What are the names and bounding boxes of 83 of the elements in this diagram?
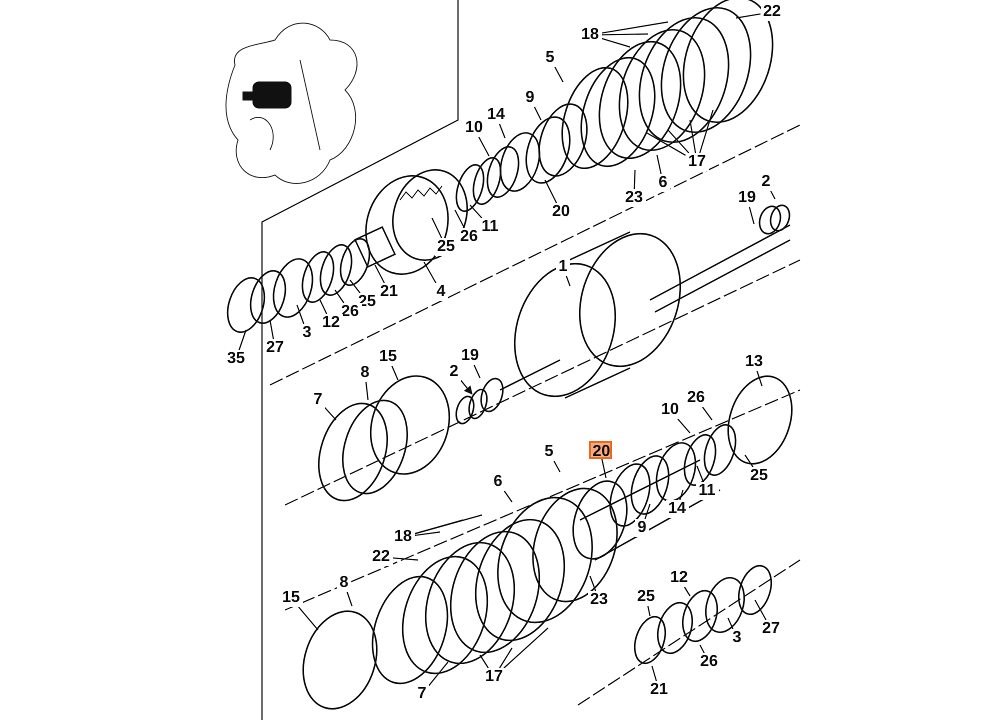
leader-line [656,154,662,174]
callout-number: 22 [370,548,392,566]
leader-line [504,490,512,502]
leader-line [534,106,542,120]
leader-line [460,380,473,395]
leader-line [699,110,714,154]
leader-line [689,120,696,154]
leader-line [428,662,448,686]
callout-number: 5 [542,443,556,461]
leader-line [334,290,344,304]
callout-number: 2 [759,173,773,191]
callout-number: 1 [556,258,570,276]
leader-line [478,136,490,156]
leader-line [702,406,712,420]
leader-line [554,66,564,82]
leader-line [684,586,691,596]
leader-line [374,264,385,284]
leader-line [423,262,436,284]
leader-line [454,210,465,228]
callout-number: 6 [491,473,505,491]
leader-line [677,418,690,434]
leader-line [646,132,686,156]
leader-line [498,124,506,138]
leader-line [319,300,328,314]
callout-number: 2 [447,363,461,381]
leader-line [392,557,418,561]
callout-number: 14 [666,500,688,518]
leader-line [499,648,512,668]
leader-line [754,600,767,620]
callout-number: 4 [434,283,448,301]
leader-line [601,33,648,36]
callout-number: 5 [543,49,557,67]
leader-line [346,592,353,606]
leader-line [470,204,482,218]
callout-number: 7 [311,391,325,409]
leader-line [414,514,482,534]
leader-line [756,370,763,386]
leader-line [699,644,705,654]
callout-number: 9 [523,89,537,107]
callout-number: 9 [635,519,649,537]
callout-number: 11 [696,482,718,500]
leader-line [324,407,336,420]
leader-line [414,531,440,536]
leader-line [298,606,318,630]
leader-line [696,466,704,482]
leader-line [601,38,630,48]
leader-line [744,454,754,468]
leader-line [601,21,668,34]
leader-line [644,504,651,520]
leader-line [770,190,776,200]
leader-line [391,366,399,380]
leader-line [544,180,558,204]
leader-line [727,618,734,630]
callout-number: 25 [634,588,658,606]
leader-line [238,330,247,350]
callout-number: 8 [337,574,351,592]
callout-number: 20 [588,441,612,459]
leader-line [350,280,361,294]
leader-line [647,606,651,616]
callout-number: 17 [686,153,708,171]
leader-line [474,364,481,378]
leader-line [566,276,571,286]
callout-number: 22 [760,3,784,21]
leader-line [269,320,274,340]
callout-number: 25 [434,238,458,256]
leader-line [589,576,596,592]
leader-line [480,654,489,668]
leader-line [736,13,761,19]
leader-line [651,666,657,682]
callout-number: 23 [622,189,646,207]
leader-line [553,460,561,472]
leader-line [668,130,690,154]
leader-line [634,170,636,190]
callout-number: 26 [684,389,708,407]
callout-number: 8 [358,364,372,382]
leader-line [748,206,755,224]
leader-line [431,218,442,238]
leader-line [296,304,304,324]
leader-line [601,458,607,478]
leader-line [504,628,548,668]
leader-line [679,490,684,500]
leader-line [365,382,369,400]
callout-number: 6 [656,174,670,192]
